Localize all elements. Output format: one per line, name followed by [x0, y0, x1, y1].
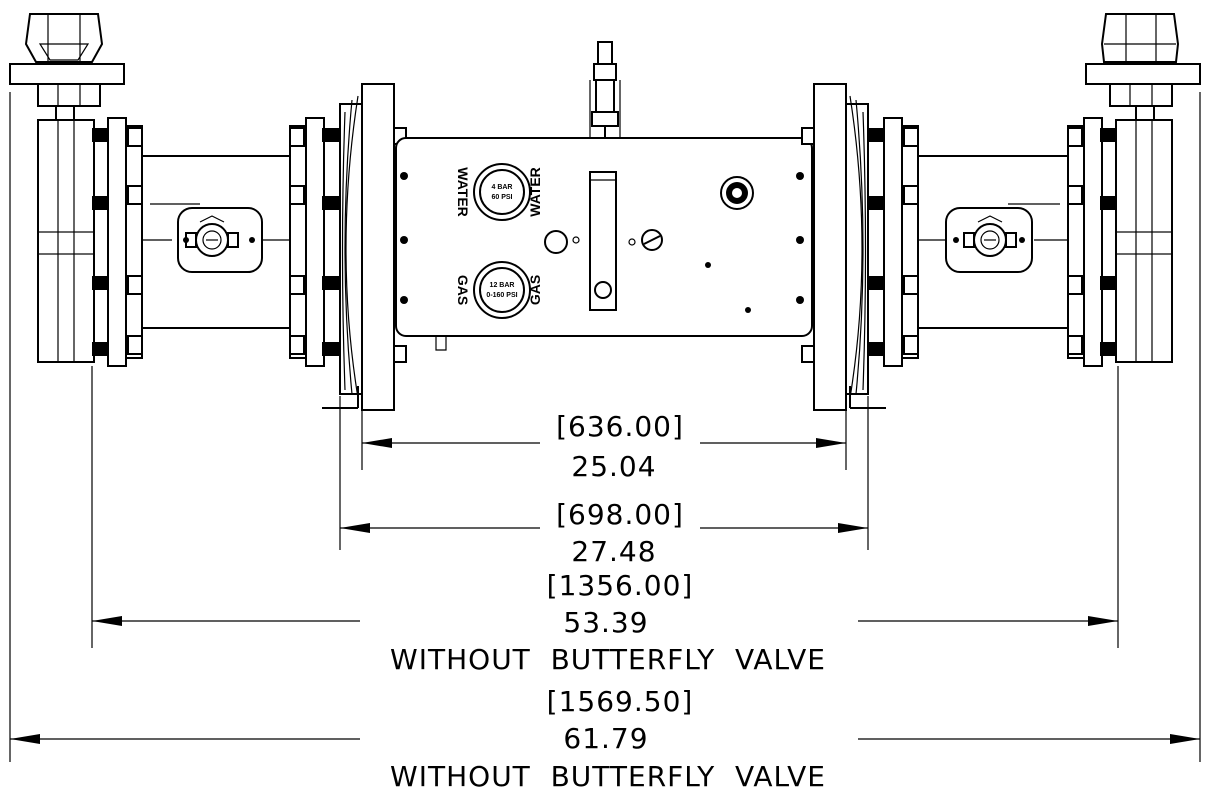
- dimension-lines: [9, 92, 1201, 762]
- dim-1569-metric: [1569.50]: [547, 685, 694, 718]
- water-label-left: WATER: [455, 167, 471, 217]
- top-fitting: [589, 41, 621, 138]
- dimension-698: [340, 523, 868, 533]
- right-spool-pipe: [917, 155, 1069, 329]
- dim-698-metric: [698.00]: [556, 498, 684, 531]
- water-gauge-line2: 60 PSI: [491, 194, 512, 201]
- water-gauge-line1: 4 BAR: [491, 184, 512, 191]
- right-butterfly-valve: [1067, 13, 1201, 367]
- flowmeter: [589, 171, 617, 311]
- dim-1356-metric: [1356.00]: [547, 569, 694, 602]
- dimension-labels: [636.00] 25.04 [698.00] 27.48 [1356.00] …: [390, 410, 826, 793]
- center-panel: 4 BAR 60 PSI 12 BAR 0-160 PSI WATER WATE…: [395, 41, 813, 351]
- left-inner-flange: [289, 83, 407, 411]
- dimension-636: [362, 438, 846, 448]
- left-butterfly-valve: [9, 13, 143, 367]
- gas-gauge-line2: 0-160 PSI: [486, 292, 517, 299]
- adjust-screw-icon: [641, 229, 663, 251]
- dimension-1356: [92, 616, 1118, 626]
- dim-1356-imperial: 53.39: [563, 606, 648, 639]
- dim-1569-note: WITHOUT BUTTERFLY VALVE: [390, 760, 826, 793]
- water-gauge: 4 BAR 60 PSI: [473, 163, 531, 221]
- right-inner-flange: [801, 83, 919, 411]
- hex-fitting-icon: [720, 176, 754, 210]
- gas-label-right: GAS: [527, 275, 543, 305]
- gas-gauge: 12 BAR 0-160 PSI: [473, 261, 531, 319]
- left-spool-pipe: [141, 155, 291, 329]
- dimension-1569: [10, 734, 1200, 744]
- dim-698-imperial: 27.48: [571, 535, 656, 568]
- water-label-right: WATER: [527, 167, 543, 217]
- dim-1569-imperial: 61.79: [563, 722, 648, 755]
- dim-636-metric: [636.00]: [556, 410, 684, 443]
- gas-gauge-line1: 12 BAR: [490, 282, 515, 289]
- gas-label-left: GAS: [455, 275, 471, 305]
- dim-636-imperial: 25.04: [571, 450, 656, 483]
- dim-1356-note: WITHOUT BUTTERFLY VALVE: [390, 643, 826, 676]
